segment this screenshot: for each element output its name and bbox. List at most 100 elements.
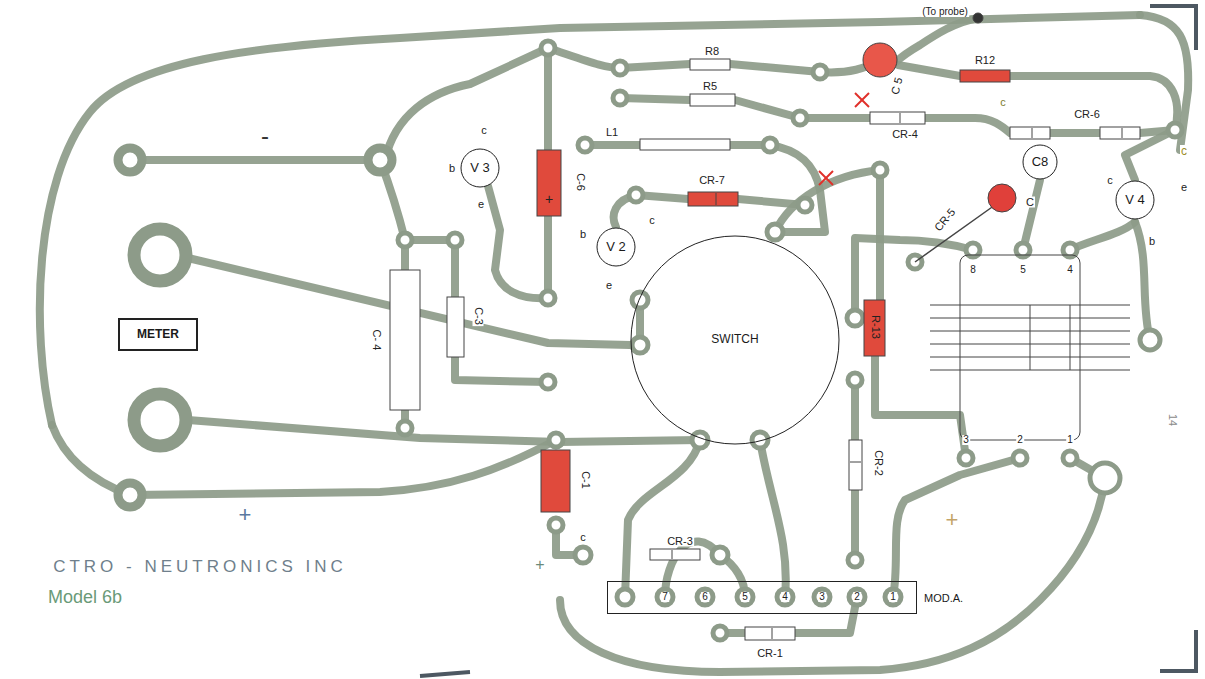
capacitor-circle: C8 [1022,144,1058,180]
node-text: SWITCH [711,333,758,346]
part-label: CR-6 [1073,109,1101,120]
pad [549,518,563,532]
switch-circle: SWITCH [630,235,840,445]
crop-mark [420,672,470,676]
probe-note: (To probe) [921,7,969,17]
pad [632,337,648,353]
pad [793,111,807,125]
pin-letter: c [579,532,587,543]
pad [767,224,783,240]
trace [851,490,859,560]
pad [541,375,555,389]
inductor-symbol [640,139,730,150]
pin-letter: b [1148,236,1156,247]
meter-terminal [134,229,186,281]
pin-letter: b [448,163,456,174]
module-heading: MOD.A. [924,591,963,603]
resistor-symbol [864,300,885,356]
pin-number: 5 [1019,265,1027,275]
pad [959,451,973,465]
part-label: C 5 [889,75,905,96]
trace [875,356,966,458]
diode-bar [850,462,861,463]
trace [1023,180,1040,250]
part-label: C- 4 [371,329,382,352]
pad [398,233,412,247]
pad [813,65,827,79]
trace [625,440,700,597]
pin-letter: c [1106,175,1114,186]
diode-symbol [870,112,925,124]
cross-mark [819,171,833,185]
capacitor-symbol [988,184,1016,212]
trace [760,440,786,597]
pad [873,163,887,177]
crop-mark [1150,6,1196,50]
transformer-outline [960,255,1080,440]
pin-letter: e [477,199,485,210]
pad [713,626,727,640]
crop-mark [1160,630,1196,671]
trace [925,118,1010,133]
model-name: Model 6b [47,588,123,606]
corner-marks [420,6,1196,676]
part-label: L1 [605,127,619,138]
pad [847,310,863,326]
polarity-sign: + [534,557,545,573]
polarity-sign: - [260,124,270,148]
pad [1013,451,1027,465]
diode-bar [772,628,773,639]
pad [118,483,142,507]
pin-letter: C [1025,197,1035,208]
pad [575,547,591,563]
pad [613,91,627,105]
pad [712,547,728,563]
pin-number: 8 [969,265,977,275]
node-outline [597,228,635,266]
node-text: V 3 [470,161,490,175]
module-pin [617,589,633,605]
part-label: C-6 [575,172,586,192]
diode-bar [672,550,673,559]
pin-number: 1 [889,592,897,602]
trace [896,18,978,62]
trace [130,440,556,495]
node-text: V 2 [606,240,626,254]
diode-symbol [1100,127,1140,139]
pad [798,198,812,212]
pin-number: 4 [781,592,789,602]
node-text: V 4 [1125,193,1145,207]
part-label: CR-4 [891,129,919,140]
copper-traces [40,15,1188,672]
diode-bar [1122,128,1123,138]
part-label: C-3 [473,306,484,326]
pin-letter: c [480,125,488,136]
transformer-core [1030,305,1031,370]
module-pin [849,589,865,605]
pad [368,148,392,172]
pad [549,433,563,447]
pin-letter: b [579,229,587,240]
solder-pads [118,41,1182,640]
capacitor-symbol [447,297,464,357]
trace [893,458,1020,597]
page-number: 14 [1167,413,1178,427]
trace [560,478,1105,672]
meter-terminal [134,394,186,446]
capacitor-symbol [863,43,897,77]
pin-number: 2 [1016,435,1024,445]
pad [629,188,643,202]
pad [541,291,555,305]
cross-mark [855,93,869,107]
part-label: CR-7 [698,175,726,186]
pin-number: 2 [853,592,861,602]
cross-mark [855,93,869,107]
trace [1010,76,1177,130]
part-label: R12 [974,55,996,66]
polarity-sign: + [544,192,554,206]
part-label: R8 [704,46,720,57]
pin-number: 5 [741,592,749,602]
trace [1070,222,1135,250]
